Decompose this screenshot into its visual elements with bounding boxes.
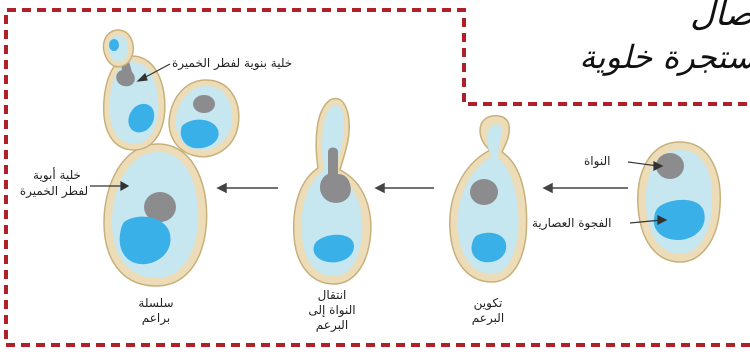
arrow-nucleus-migration [376, 184, 434, 192]
label-parent-cell-line-2: لفطر الخميرة [14, 184, 94, 199]
arrow-bud-formation [544, 184, 628, 192]
label-parent-cell-line-1: خلية أبوية [24, 168, 90, 183]
nucleus-migration-cell [294, 99, 371, 284]
mature-cell [638, 142, 720, 262]
stage-bud-form-line-2: البرعم [448, 311, 528, 326]
stage-chain-line-2: براعم [116, 311, 196, 326]
stage-caption-bud-form: تكوين البرعم [448, 296, 528, 326]
chain-side-nucleus [193, 95, 215, 113]
arrow-bud-chain [218, 184, 278, 192]
label-nucleus: النواة [584, 154, 610, 169]
heading-line-2: ستجرة خلوية [579, 38, 750, 76]
heading-line-1: صال [690, 0, 750, 34]
label-vacuole: الفجوة العصارية [532, 216, 612, 231]
stage-nucleus-move-line-2: النواة إلى [292, 303, 372, 318]
chain-top-vacuole [109, 39, 119, 51]
budding-cell [450, 116, 527, 282]
stage-bud-form-line-1: تكوين [448, 296, 528, 311]
stage-caption-nucleus-move: انتقال النواة إلى البرعم [292, 288, 372, 333]
stage-nucleus-move-line-3: البرعم [292, 318, 372, 333]
stage-chain-line-1: سلسلة [116, 296, 196, 311]
stage-nucleus-move-line-1: انتقال [292, 288, 372, 303]
label-daughter-cell: خلية بنوية لفطر الخميرة [172, 56, 292, 71]
budding-cell-nucleus [470, 179, 498, 205]
stage-caption-chain: سلسلة براعم [116, 296, 196, 326]
